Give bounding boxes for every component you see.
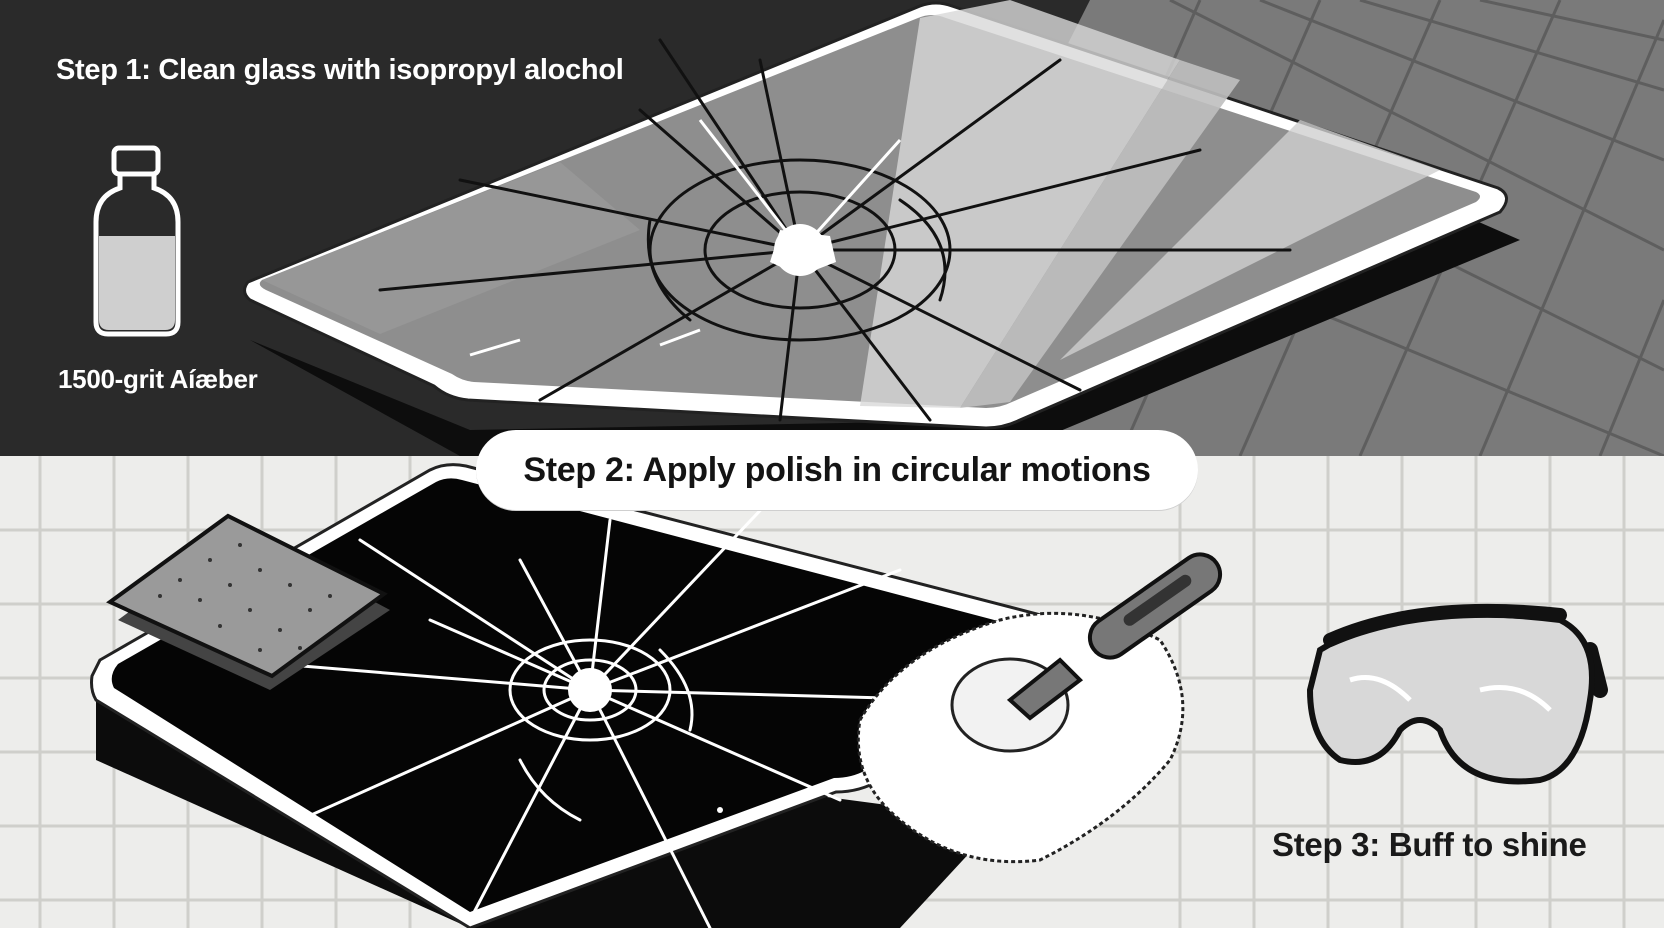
polishing-cloth-icon bbox=[856, 611, 1185, 864]
bottom-panel bbox=[0, 456, 1664, 928]
polish-applicator-icon bbox=[1006, 552, 1223, 721]
safety-goggles-icon bbox=[1306, 603, 1608, 785]
bottle-label: 1500-grit Aíæber bbox=[58, 364, 258, 394]
top-panel bbox=[0, 0, 1664, 456]
step2-banner: Step 2: Apply polish in circular motions bbox=[476, 430, 1198, 510]
step2-label: Step 2: Apply polish in circular motions bbox=[523, 450, 1151, 489]
step1-label: Step 1: Clean glass with isopropyl aloch… bbox=[56, 54, 624, 86]
cracked-glass-top bbox=[243, 0, 1508, 430]
sandpaper-pad-icon bbox=[106, 513, 390, 690]
step3-label: Step 3: Buff to shine bbox=[1272, 826, 1587, 863]
alcohol-bottle-icon bbox=[93, 145, 181, 337]
